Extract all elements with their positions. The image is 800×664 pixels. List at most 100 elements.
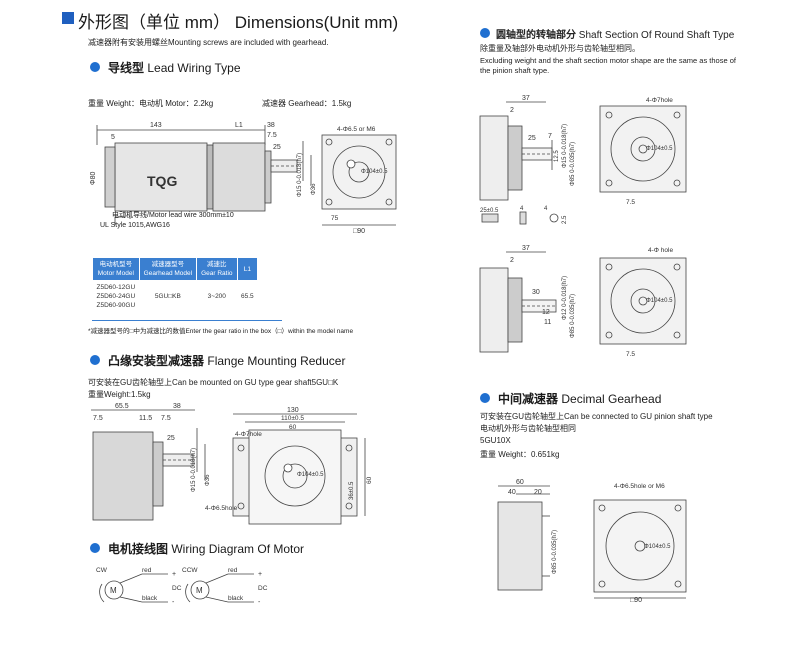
rs2-dim-11: 11 [544,319,551,326]
flange-dim-pcd: Φ104±0.5 [297,472,324,478]
lead-wiring-drawing: 143 L1 38 5 7.5 25 Φ15 0-0.018(h7) Φ36 Φ… [90,122,397,235]
flange-title-en: Flange Mounting Reducer [207,354,346,368]
page-title-zh: 外形图（单位 mm） [78,13,231,32]
rs2-dim-7-5: 7.5 [626,351,635,358]
dim-holes: 4-Φ6.5 or M6 [337,126,376,133]
round-shaft-title-en: Shaft Section Of Round Shaft Type [578,30,735,41]
dim-pcd: Φ104±0.5 [361,169,388,175]
flange-dim-110: 110±0.5 [281,415,304,422]
flange-drawing: 65.5 38 7.5 11.5 7.5 25 Φ15 0-0.018(h7) … [91,403,373,525]
decimal-model: 5GU10X [480,436,511,445]
dec-dim-60: 60 [516,479,524,486]
section-title-decimal: 中间减速器 Decimal Gearhead [498,390,661,407]
flange-hole7: 4-Φ7hole [235,431,262,438]
rs2-dim-2: 2 [510,257,514,264]
rs1-dim-37: 37 [522,95,530,102]
page-title: 外形图（单位 mm） Dimensions(Unit mm) [78,8,398,33]
rs1-dim-shaft: Φ15 0-0.018(h7) [562,124,568,168]
flange-weight: 重量Weight:1.5kg [88,390,151,399]
ccw-plus: + [258,571,262,578]
section-title-wiring: 电机接线图 Wiring Diagram Of Motor [108,540,304,557]
model-list: Z5D60-12GU Z5D60-24GU Z5D60-90GU [96,284,136,309]
wiring-diagram-ccw: M CCW red black + DC - [182,567,268,606]
rs2-dim-85: Φ85 0-0.035(h7) [570,294,576,338]
dim-shaft: Φ15 0-0.018(h7) [297,153,303,197]
flange-dim-36: Φ36 [205,474,211,486]
rs1-dim-7-5: 7.5 [626,199,635,206]
round-shaft-drawing-2: 37 2 30 12 11 Φ12 0-0.018(h7) Φ85 0-0.03… [479,245,687,358]
cw-black-label: black [142,595,158,602]
dim-7-5: 7.5 [267,132,277,139]
round-shaft-desc-en: Excluding weight and the shaft section m… [480,56,736,75]
rs1-dim-2: 2 [510,107,514,114]
l1-cell: 65.5 [241,293,254,300]
rs1-dim-85: Φ85 0-0.035(h7) [570,142,576,186]
dec-pcd: Φ104±0.5 [644,544,671,550]
flange-dim-11-5: 11.5 [139,415,152,422]
dim-25: 25 [273,144,281,151]
page-title-en: Dimensions(Unit mm) [234,13,399,32]
ratio-cell: 3~200 [207,293,226,300]
lead-wire-note: 电动机导线/Motor lead wire 300mm±10 [112,212,234,219]
rs1-dim-25: 25 [528,135,536,142]
flange-dim-130: 130 [287,407,299,414]
rs2-dim-37: 37 [522,245,530,252]
decimal-title-zh: 中间减速器 [498,392,559,406]
cw-red-label: red [142,567,152,574]
table-divider [92,320,282,321]
section-bullet-lead-wiring [90,62,100,72]
rs1-dim-7: 7 [548,133,552,140]
rs2-dim-30: 30 [532,289,540,296]
flange-dim-60: 60 [289,424,297,431]
ccw-dc: DC [258,585,268,592]
flange-title-zh: 凸缘安装型减速器 [108,354,205,368]
motor-symbol-cw: M [110,586,117,595]
dec-dim-40: 40 [508,489,516,496]
dim-90: □90 [353,228,365,235]
wiring-title-en: Wiring Diagram Of Motor [171,542,305,556]
round-shaft-desc-zh: 除重量及轴部外电动机外形与齿轮轴型相同。 [480,44,640,53]
rs1-key-4b: 4 [544,206,548,212]
flange-dim-7-5: 7.5 [93,415,103,422]
ccw-minus: - [258,599,261,606]
title-square-marker [62,12,74,24]
rs1-hole: 4-Φ7hole [646,97,673,104]
ccw-black-label: black [228,595,244,602]
dim-80: Φ80 [90,172,97,185]
section-title-flange: 凸缘安装型减速器 Flange Mounting Reducer [108,352,345,369]
th-l1: L1 [236,257,259,281]
wiring-diagram-cw: M CW red black + DC - [96,567,182,606]
cw-dc: DC [172,585,182,592]
flange-dim-65-5: 65.5 [115,403,129,410]
dim-143: 143 [150,122,162,129]
section-bullet-decimal [480,393,490,403]
decimal-desc1: 可安装在GU齿轮轴型上Can be connected to GU pinion… [480,412,713,421]
flange-dim-shaft: Φ15 0-0.018(h7) [191,448,197,492]
dec-dim-90: □90 [630,597,642,604]
gearhead-cell: 5GU□KB [154,293,181,300]
round-shaft-drawing-1: 37 2 25 7 12.5 Φ15 0-0.018(h7) Φ85 0-0.0… [479,95,687,225]
dec-dim-20: 20 [534,489,542,496]
rs1-key-2-5: 2.5 [562,215,568,224]
motor-symbol-ccw: M [196,586,203,595]
cw-label: CW [96,567,108,574]
wiring-title-zh: 电机接线图 [108,542,169,556]
rs2-dim-12: 12 [542,309,550,316]
rs1-key-4: 4 [520,206,524,212]
round-shaft-title-zh: 圆轴型的转轴部分 [496,30,576,41]
ul-style-note: UL Style 1015,AWG16 [100,222,170,229]
lead-wiring-title-zh: 导线型 [108,61,145,75]
flange-dim-38: 38 [173,403,181,410]
lead-wiring-title-en: Lead Wiring Type [147,61,241,75]
dim-75: 75 [331,215,339,222]
flange-dim-36b: 36±0.5 [349,481,355,500]
brand-logo: TQG [147,173,177,189]
gearhead-weight: 减速器 Gearhead：1.5kg [262,99,352,108]
decimal-title-en: Decimal Gearhead [561,392,662,406]
dec-dim-85: Φ85 0-0.035(h7) [552,530,558,574]
cw-plus: + [172,571,176,578]
